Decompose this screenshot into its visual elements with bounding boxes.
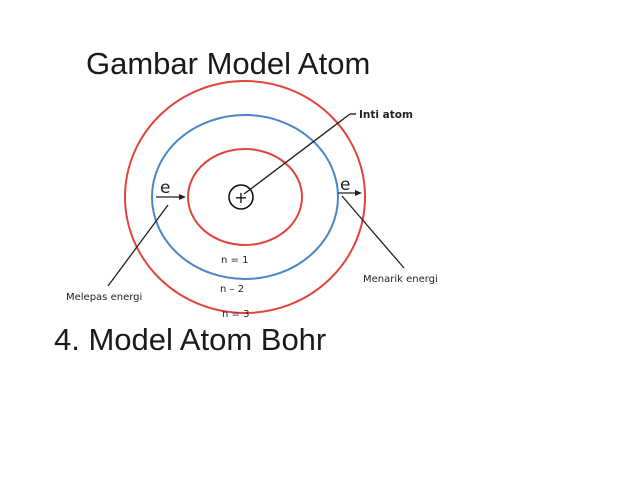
orbit-middle bbox=[151, 114, 339, 280]
release-label: Melepas energi bbox=[66, 292, 142, 303]
absorb-pointer-line bbox=[341, 195, 405, 269]
electron-left-arrowhead bbox=[179, 194, 186, 200]
nucleus-label: Inti atom bbox=[359, 109, 413, 121]
absorb-label: Menarik energi bbox=[363, 274, 438, 285]
release-pointer-line bbox=[107, 204, 169, 287]
orbit-inner bbox=[187, 148, 303, 246]
page-title: Gambar Model Atom bbox=[86, 46, 371, 81]
orbit-outer-shape bbox=[124, 80, 366, 314]
orbit-label-n1: n = 1 bbox=[221, 255, 248, 266]
nucleus-plus-symbol: + bbox=[234, 188, 247, 207]
section-heading: 4. Model Atom Bohr bbox=[54, 322, 327, 357]
orbit-label-n3: n = 3 bbox=[222, 309, 249, 320]
electron-left-label: e bbox=[160, 178, 170, 198]
orbit-label-n2: n – 2 bbox=[220, 284, 244, 295]
electron-right-label: e bbox=[340, 175, 350, 195]
electron-right-arrowhead bbox=[355, 190, 362, 196]
nucleus-pointer-line bbox=[243, 113, 351, 195]
